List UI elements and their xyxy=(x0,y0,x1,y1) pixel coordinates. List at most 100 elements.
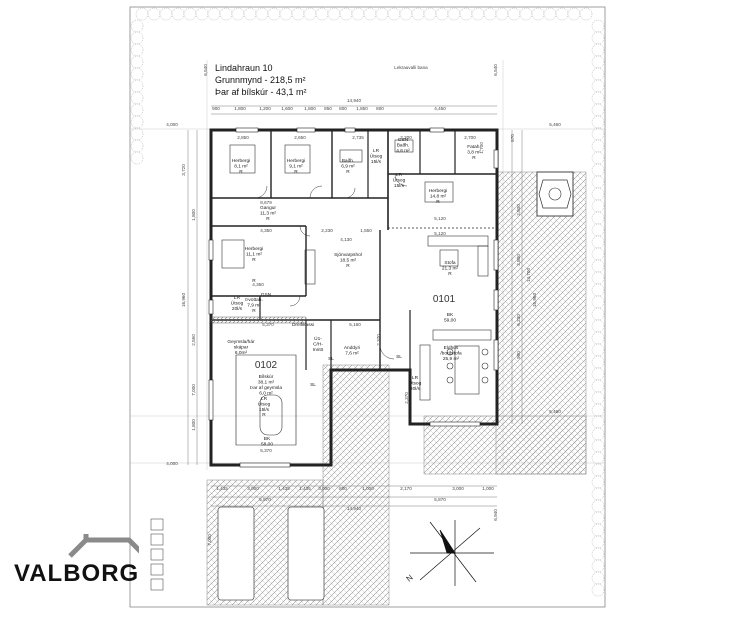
room-bathroom-2: 4,6 m² xyxy=(396,148,410,154)
hedge-shrub xyxy=(591,583,605,597)
hedge-shrub xyxy=(567,7,581,21)
room-herbergi-1: 8,1 m² xyxy=(234,164,248,170)
hedge-shrub xyxy=(591,91,605,105)
room-kitchen: 25,9 m² xyxy=(443,356,460,362)
dimension-bottom: 1,435 xyxy=(299,486,311,491)
hedge-shrub xyxy=(591,367,605,381)
room-hallway: Gangur xyxy=(260,205,276,211)
hedge-shrub xyxy=(519,7,533,21)
label-distribution-box: Dreifikassi xyxy=(292,322,314,328)
room-garage: 6,0 m² xyxy=(259,391,273,397)
vent-label: 15l/s xyxy=(259,407,270,413)
windows xyxy=(208,127,499,468)
hedge-shrub xyxy=(591,187,605,201)
setback-dimension: 4,000 xyxy=(166,461,178,466)
hedge-shrub xyxy=(483,7,497,21)
hedge-shrub xyxy=(591,355,605,369)
hedge-shrub xyxy=(183,7,197,21)
room-herbergi-4: Herbergi xyxy=(245,246,263,252)
site-note: Lekrauvalli bana xyxy=(394,65,428,70)
dimension-bottom: 800 xyxy=(339,486,347,491)
hedge-shrub xyxy=(591,475,605,489)
hedge-shrub xyxy=(591,67,605,81)
dimension-bottom: 3,000 xyxy=(247,486,259,491)
label-gsn: GSN xyxy=(261,292,272,298)
hedge-shrub xyxy=(399,7,413,21)
hedge-shrub xyxy=(130,103,144,117)
hedge-shrub xyxy=(591,511,605,525)
dimension: 6,230 xyxy=(516,314,521,326)
dimension: 900 xyxy=(516,351,521,359)
parking-dimension: 7,000 xyxy=(207,534,212,546)
dimension: 14,700 xyxy=(526,268,531,282)
hedge-shrub xyxy=(555,7,569,21)
dimension: 1,800 xyxy=(191,209,196,221)
dimension-inner: 2,850 xyxy=(237,135,249,140)
hedge-shrub xyxy=(531,7,545,21)
floor-area-label: Grunnmynd - 218,5 m² xyxy=(215,75,306,85)
hedge-shrub xyxy=(591,559,605,573)
room-garage: Þar af geymsla xyxy=(250,385,282,391)
dimension: 16,960 xyxy=(181,293,186,307)
hedge-shrub xyxy=(130,115,144,129)
setback-dimension: 5,460 xyxy=(549,122,561,127)
door-swings xyxy=(254,173,408,360)
hedge-shrub xyxy=(591,379,605,393)
dimension-bottom: 1,435 xyxy=(216,486,228,491)
room-kitchen: Eldhús xyxy=(444,345,459,351)
room-bathroom-2: Baðh. xyxy=(397,142,410,149)
dimension-inner: 2,735 xyxy=(352,135,364,140)
hedge-shrub xyxy=(591,343,605,357)
hedge-shrub xyxy=(130,151,144,165)
hedge-left xyxy=(130,19,144,165)
hedge-shrub xyxy=(543,7,557,21)
vent-label: LR xyxy=(412,375,419,381)
valborg-logo: VALBORG xyxy=(14,528,139,588)
parking-bay xyxy=(287,506,325,601)
dimension-inner: 2,200 xyxy=(400,135,412,140)
hedge-shrub xyxy=(591,163,605,177)
dimension-bottom: 3,000 xyxy=(452,486,464,491)
parking-bay xyxy=(217,506,255,601)
hedge-shrub xyxy=(591,439,605,453)
lot-boundary xyxy=(129,6,606,608)
hedge-shrub xyxy=(327,7,341,21)
room-herbergi-1: R xyxy=(239,169,243,175)
north-arrow xyxy=(410,520,494,586)
room-living-room: 21,3 m² xyxy=(442,266,459,272)
hedge-shrub xyxy=(591,223,605,237)
hedge-shrub xyxy=(591,139,605,153)
dimension-total: 14,940 xyxy=(347,98,361,103)
room-living-room: R xyxy=(448,271,452,277)
room-bathroom-1: 6,9 m² xyxy=(341,164,355,170)
apartment-number-main: 0101 xyxy=(433,294,456,305)
vent-label: LR xyxy=(261,396,268,402)
hedge-shrub xyxy=(495,7,509,21)
hedge-shrub xyxy=(591,115,605,129)
dimension: 5,120 xyxy=(434,231,446,236)
room-hallway: 11,3 m² xyxy=(260,211,276,217)
label-sl: SL xyxy=(310,382,316,388)
furniture xyxy=(221,139,492,436)
hedge-shrub xyxy=(411,7,425,21)
label-r: R xyxy=(262,412,266,418)
room-bathroom-1: R xyxy=(346,169,350,175)
hedge-shrub xyxy=(507,7,521,21)
hedge-shrub xyxy=(591,415,605,429)
dimension: 2,550 xyxy=(191,334,196,346)
hedge-shrub xyxy=(171,7,185,21)
dimension-bottom: 1,000 xyxy=(482,486,494,491)
vent-label: 20l/s xyxy=(232,306,243,312)
dimension-bottom: 1,000 xyxy=(362,486,374,491)
hedge-shrub xyxy=(591,235,605,249)
hedge-shrub xyxy=(130,55,144,69)
hedge-shrub xyxy=(315,7,329,21)
hedge-shrub xyxy=(219,7,233,21)
dimension-top: 1,800 xyxy=(234,106,246,111)
hedge-shrub xyxy=(375,7,389,21)
dimension-top: 1,850 xyxy=(356,106,368,111)
hedge-shrub xyxy=(459,7,473,21)
hedge-shrub xyxy=(591,199,605,213)
hedge-shrub xyxy=(159,7,173,21)
label-sl: SL xyxy=(328,356,334,362)
